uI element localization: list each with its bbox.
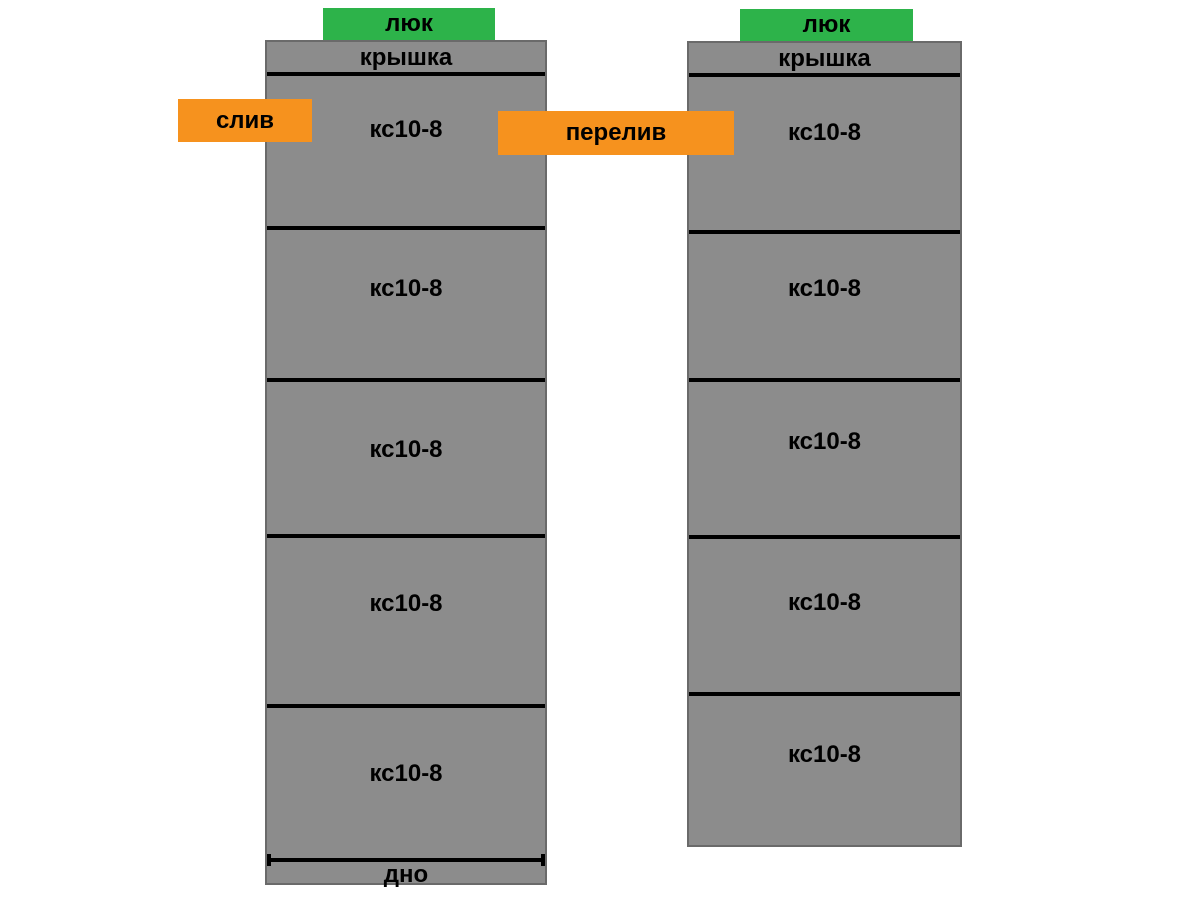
right-tank-manhole-label: люк xyxy=(740,9,913,41)
left-tank-body: крышка кс10-8 кс10-8 кс10-8 кс10-8 кс10-… xyxy=(265,40,547,888)
ring-label: кс10-8 xyxy=(369,436,443,463)
ring-label: кс10-8 xyxy=(369,116,443,143)
right-tank-ring-joint-line-4 xyxy=(689,692,960,696)
left-tank-lid-label: крышка xyxy=(359,44,453,71)
left-tank-lid-joint-line xyxy=(267,72,545,76)
ring-label: кс10-8 xyxy=(787,275,862,302)
ring-label: кс10-8 xyxy=(787,428,862,455)
ring-label: кс10-8 xyxy=(369,590,443,617)
right-tank-body: крышка кс10-8 кс10-8 кс10-8 кс10-8 кс10-… xyxy=(687,41,962,847)
right-tank-ring-joint-line-1 xyxy=(689,230,960,234)
left-tank-manhole-label: люк xyxy=(323,8,495,40)
overflow-pipe-label: перелив xyxy=(498,111,734,155)
left-tank-ring-joint-line-2 xyxy=(267,378,545,382)
left-tank-bottom-label: дно xyxy=(383,861,429,888)
drain-pipe-label: слив xyxy=(178,99,312,142)
ring-label: кс10-8 xyxy=(787,589,862,616)
ring-label: кс10-8 xyxy=(787,741,862,768)
ring-label: кс10-8 xyxy=(369,275,443,302)
right-tank-lid-label: крышка xyxy=(778,45,871,72)
right-tank-ring-joint-line-2 xyxy=(689,378,960,382)
left-tank-ring-joint-line-4 xyxy=(267,704,545,708)
left-tank-ring-joint-line-3 xyxy=(267,534,545,538)
right-tank-lid-joint-line xyxy=(689,73,960,77)
right-tank-ring-joint-line-3 xyxy=(689,535,960,539)
ring-label: кс10-8 xyxy=(369,760,443,787)
ring-label: кс10-8 xyxy=(787,119,862,146)
left-tank-bottom-line xyxy=(267,854,545,866)
left-tank-ring-joint-line-1 xyxy=(267,226,545,230)
